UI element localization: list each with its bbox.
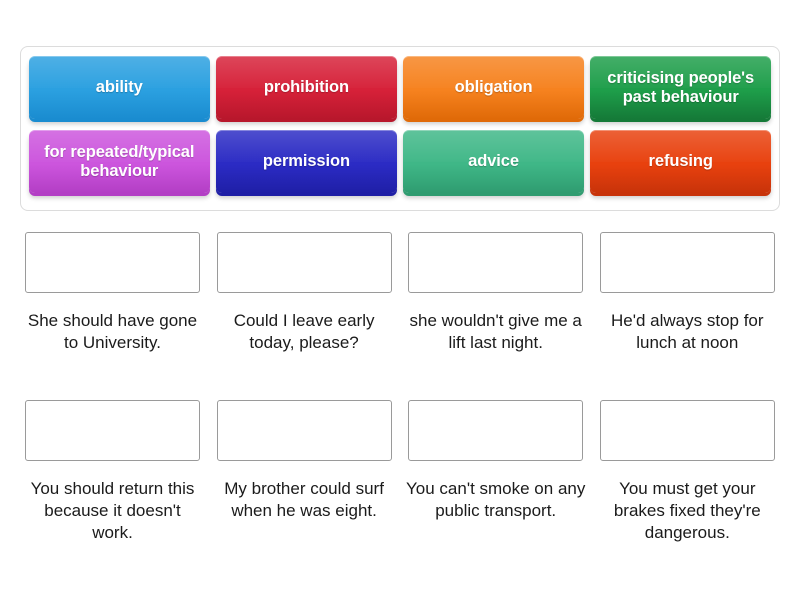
drop-zone[interactable] [25, 232, 200, 293]
tile-label: advice [468, 152, 519, 171]
answer-cell: She should have gone to University. [20, 232, 205, 354]
prompt-text: She should have gone to University. [27, 311, 198, 352]
answer-cell: she wouldn't give me a lift last night. [403, 232, 588, 354]
prompt-text: Could I leave early today, please? [233, 311, 375, 352]
drop-zone[interactable] [408, 232, 584, 293]
tile-bank-row-2: for repeated/typical behaviour permissio… [29, 130, 771, 199]
drop-zone[interactable] [216, 232, 392, 293]
tile-label: prohibition [263, 78, 349, 97]
answer-cell: You can't smoke on any public transport. [403, 400, 588, 543]
drop-zone[interactable] [599, 400, 775, 461]
tile-prohibition[interactable]: prohibition [216, 56, 397, 119]
tile-label: for repeated/typical behaviour [44, 142, 195, 180]
tile-criticising-people-s-past-behaviour[interactable]: criticising people's past behaviour [590, 56, 771, 119]
answer-cell: You must get your brakes fixed they're d… [595, 400, 780, 543]
answer-row-2: You should return this because it doesn'… [20, 400, 780, 543]
answer-cell: My brother could surf when he was eight. [212, 400, 397, 543]
drop-zone[interactable] [25, 400, 200, 461]
tile-bank: ability prohibition obligation criticisi… [20, 46, 780, 211]
tile-label: obligation [454, 78, 533, 97]
prompt-text: You can't smoke on any public transport. [406, 479, 586, 520]
tile-label: refusing [648, 152, 713, 171]
answer-cell: Could I leave early today, please? [212, 232, 397, 354]
drop-zone[interactable] [408, 400, 584, 461]
tile-for-repeated-typical-behaviour[interactable]: for repeated/typical behaviour [29, 130, 210, 193]
prompt-text: My brother could surf when he was eight. [224, 479, 384, 520]
answer-cell: He'd always stop for lunch at noon [595, 232, 780, 354]
answer-cell: You should return this because it doesn'… [20, 400, 205, 543]
answer-row-1: She should have gone to University. Coul… [20, 232, 780, 354]
drop-zone[interactable] [216, 400, 392, 461]
prompt-text: He'd always stop for lunch at noon [611, 311, 764, 352]
tile-refusing[interactable]: refusing [590, 130, 771, 193]
prompt-text: she wouldn't give me a lift last night. [409, 311, 582, 352]
tile-permission[interactable]: permission [216, 130, 397, 193]
tile-ability[interactable]: ability [29, 56, 210, 119]
tile-label: permission [262, 152, 350, 171]
tile-label: ability [95, 78, 143, 97]
tile-advice[interactable]: advice [403, 130, 584, 193]
prompt-text: You must get your brakes fixed they're d… [613, 479, 761, 542]
tile-label: criticising people's past behaviour [607, 68, 755, 106]
prompt-text: You should return this because it doesn'… [30, 479, 195, 542]
tile-bank-row-1: ability prohibition obligation criticisi… [29, 56, 771, 125]
tile-obligation[interactable]: obligation [403, 56, 584, 119]
drop-zone[interactable] [599, 232, 775, 293]
